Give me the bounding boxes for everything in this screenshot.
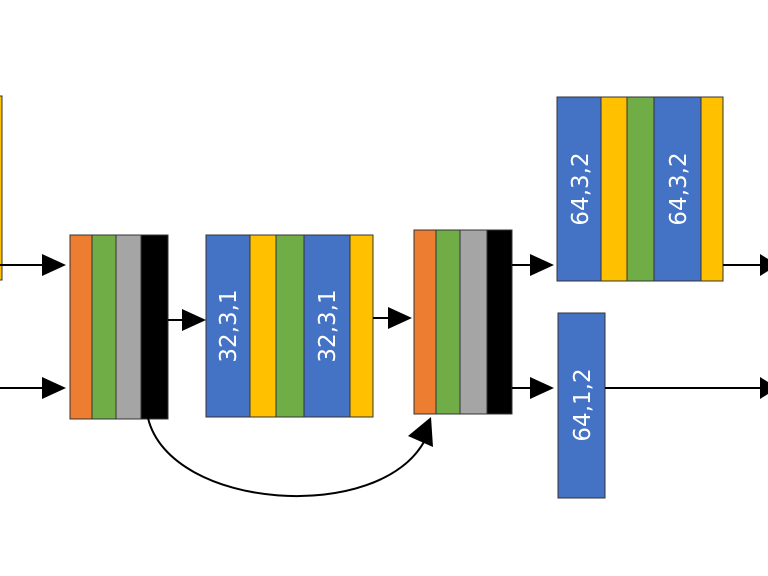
conv-label-shortcut: 64,1,2: [570, 368, 596, 441]
conv-label-a2: 32,3,1: [315, 289, 341, 362]
batchnorm-layer-a1: [249, 234, 277, 418]
gray-layer: [459, 229, 488, 415]
dark-layer: [486, 229, 513, 415]
skip-connection-curve: [147, 417, 426, 497]
conv-label-b2: 64,3,2: [666, 152, 692, 225]
conv-layer-a1: [205, 234, 251, 418]
output-arrowhead-bottom: [760, 377, 768, 399]
batchnorm-layer-b1: [600, 96, 628, 282]
batchnorm-layer-b2: [700, 96, 724, 282]
shortcut-conv-block: 64,1,2: [557, 312, 606, 499]
merge-block-1: [69, 234, 169, 420]
dark-layer: [140, 234, 169, 420]
partial-block-left-edge: [0, 95, 3, 281]
activation-layer: [69, 234, 93, 420]
skip-connection-arrowhead: [408, 417, 433, 447]
gray-layer: [115, 234, 142, 420]
activation-layer: [413, 229, 437, 415]
conv-layer-shortcut: [557, 312, 606, 499]
merge-block-2: [413, 229, 513, 415]
relu-layer-b: [626, 96, 655, 282]
relu-layer: [435, 229, 461, 415]
conv-block-a: 32,3,1 32,3,1: [205, 234, 374, 418]
arrowhead-merge2-to-shortcut: [530, 377, 554, 399]
arrowhead-convA-to-merge2: [388, 307, 412, 329]
conv-layer-b2: [653, 96, 702, 282]
output-arrowhead-top: [760, 254, 768, 276]
conv-layer-a2: [303, 234, 351, 418]
conv-block-b: 64,3,2 64,3,2: [556, 96, 724, 282]
batchnorm-layer-a2: [349, 234, 374, 418]
relu-layer: [91, 234, 117, 420]
input-arrowhead-bottom: [42, 377, 66, 399]
input-arrowhead-top: [42, 254, 66, 276]
conv-label-b1: 64,3,2: [568, 152, 594, 225]
conv-label-a1: 32,3,1: [216, 289, 242, 362]
relu-layer-a: [275, 234, 305, 418]
arrowhead-merge1-to-convA: [182, 309, 206, 331]
arrowhead-merge2-to-convB: [530, 254, 554, 276]
